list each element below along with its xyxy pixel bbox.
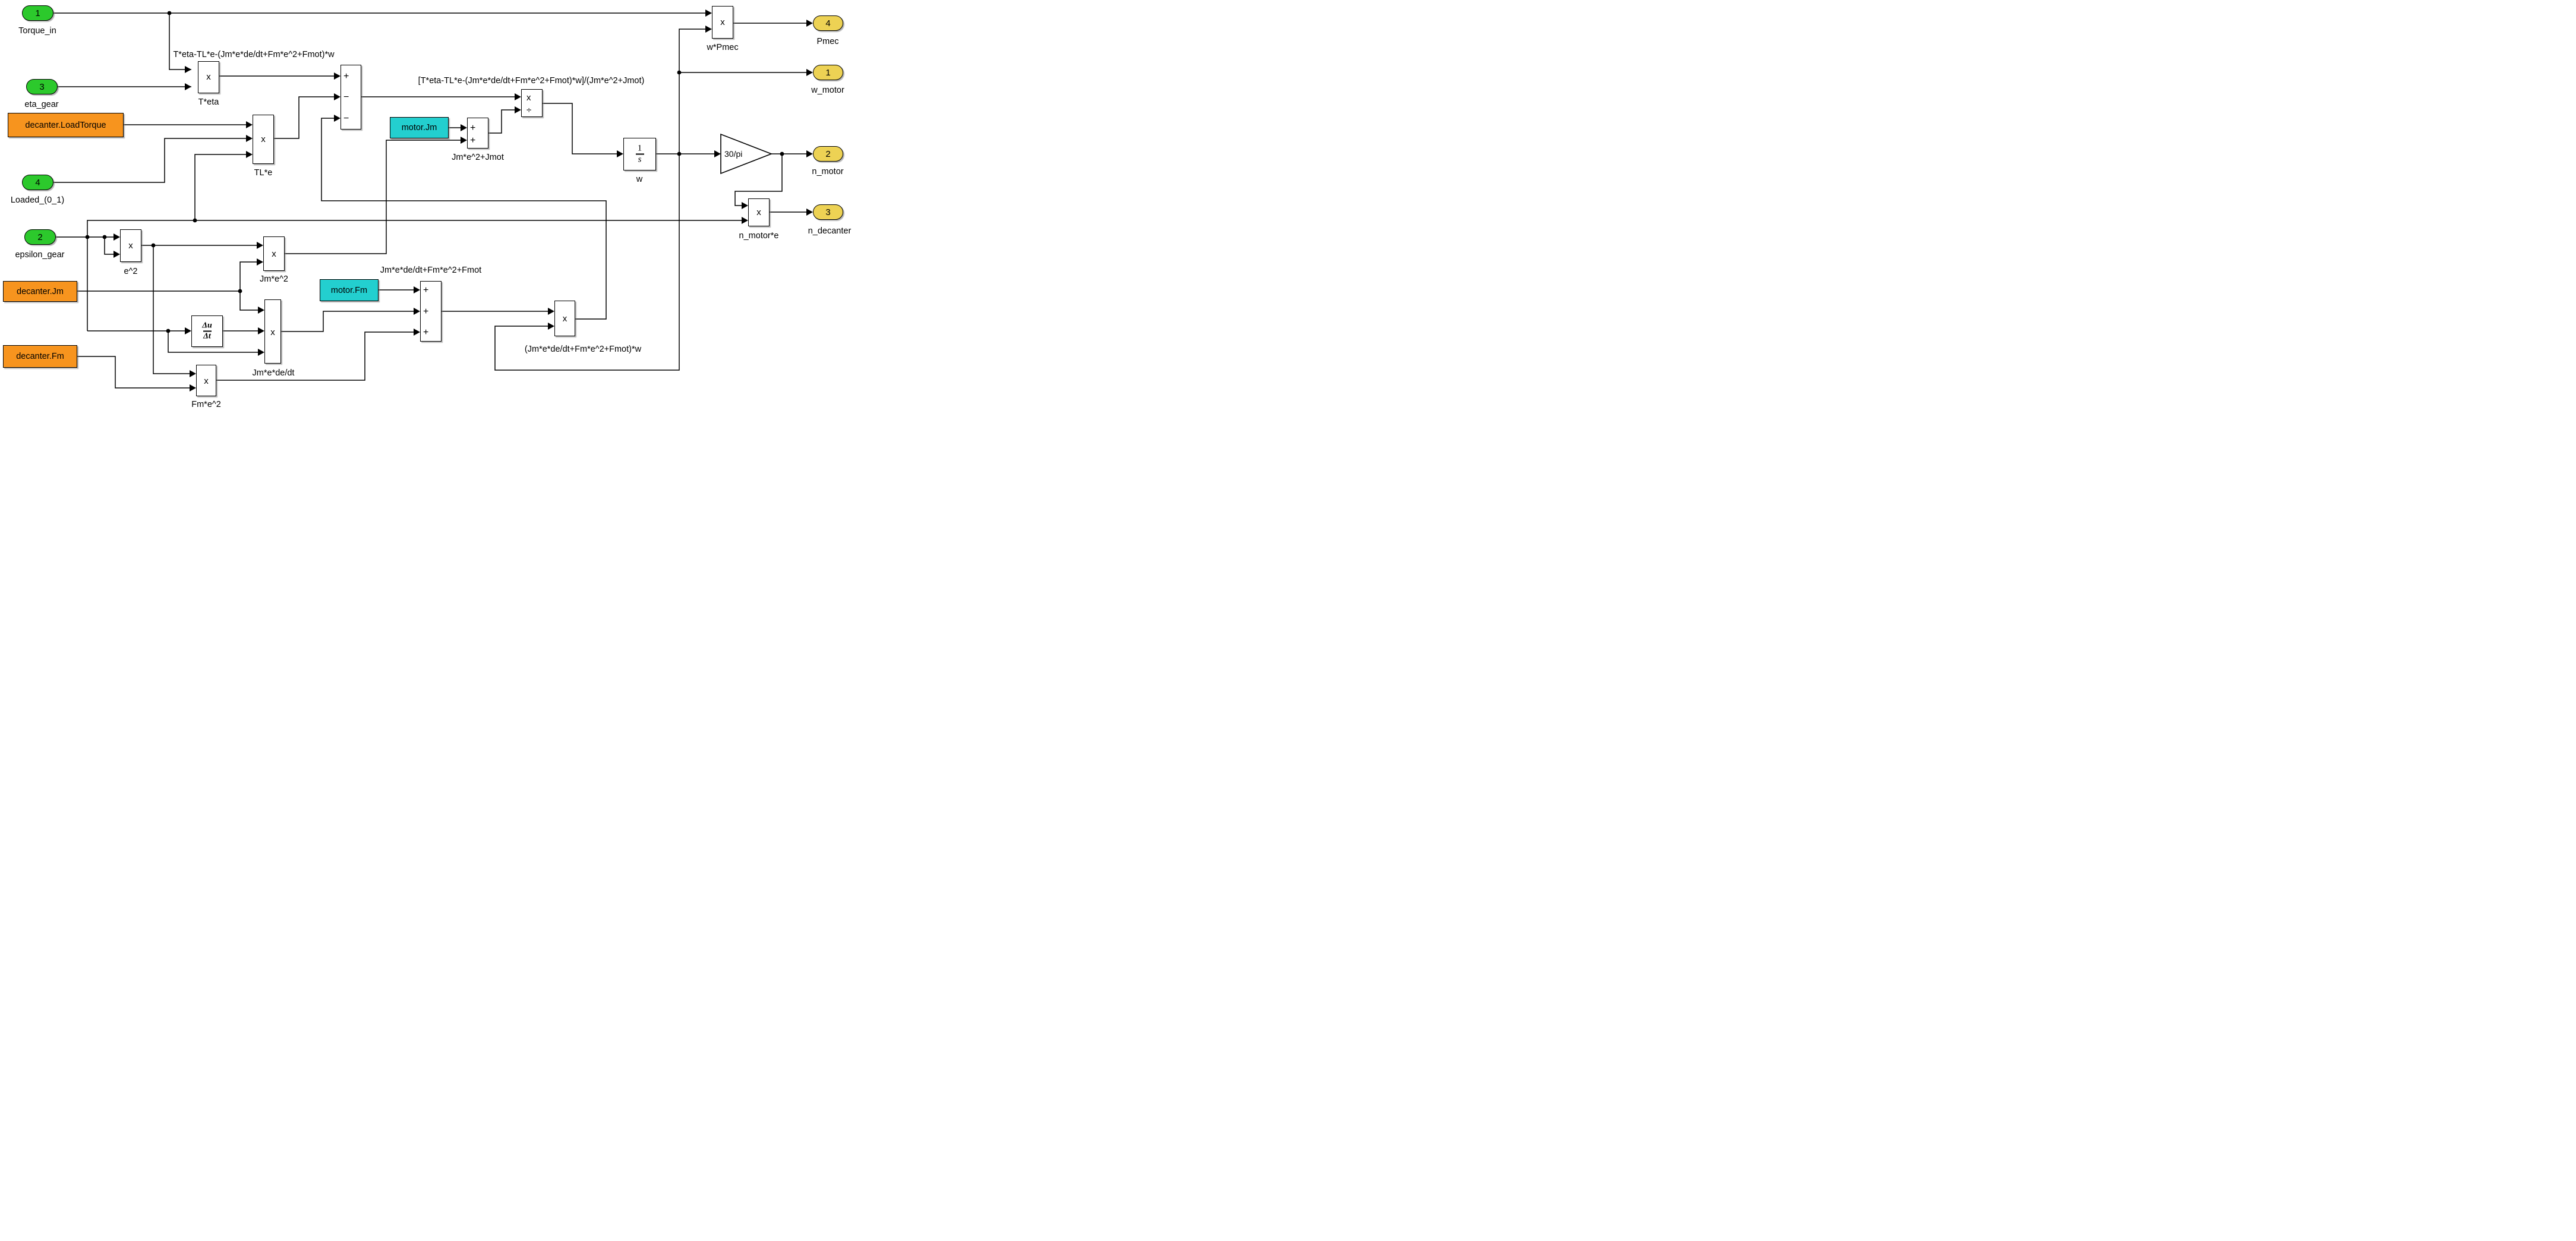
inport-number: 2: [37, 232, 43, 242]
outport-pmec-label: Pmec: [816, 37, 839, 46]
annotation-friction-formula: Jm*e*de/dt+Fm*e^2+Fmot: [380, 266, 482, 275]
integrator-label: w: [636, 175, 643, 184]
gain-label: 30/pi: [724, 149, 742, 159]
inport-number: 1: [35, 8, 40, 18]
constant-decanter-jm[interactable]: decanter.Jm: [3, 281, 77, 302]
outport-n-decanter[interactable]: 3: [813, 204, 843, 220]
constant-decanter-loadtorque[interactable]: decanter.LoadTorque: [8, 113, 124, 137]
outport-n-motor-label: n_motor: [812, 167, 844, 176]
inport-torque-in-label: Torque_in: [18, 26, 56, 36]
inport-eta-gear-label: eta_gear: [24, 100, 59, 109]
sum-friction[interactable]: + + +: [420, 281, 442, 342]
product-w-pmec[interactable]: x: [712, 6, 733, 39]
derivative-numerator: Δu: [202, 321, 212, 330]
wire-arrowheads: [113, 10, 813, 391]
outport-number: 1: [825, 67, 831, 78]
integrator-denominator: s: [638, 154, 642, 165]
product-friction-w[interactable]: x: [554, 301, 575, 336]
wire-segments: [53, 12, 806, 389]
inport-loaded[interactable]: 4: [22, 175, 53, 190]
outport-number: 2: [825, 149, 831, 159]
product-tl-e-label: TL*e: [254, 168, 273, 178]
inport-epsilon-gear[interactable]: 2: [24, 229, 56, 245]
product-jm-e2[interactable]: x: [263, 236, 285, 271]
product-e2[interactable]: x: [120, 229, 141, 262]
inport-loaded-label: Loaded_(0_1): [10, 195, 65, 205]
constant-motor-jm[interactable]: motor.Jm: [390, 117, 449, 138]
wire-junction-dots: [85, 11, 784, 333]
outport-number: 3: [825, 207, 831, 217]
inport-epsilon-gear-label: epsilon_gear: [15, 250, 65, 260]
sum-jm-jmot-label: Jm*e^2+Jmot: [452, 153, 504, 162]
product-jm-e-dedt-label: Jm*e*de/dt: [252, 368, 295, 378]
outport-n-decanter-label: n_decanter: [808, 226, 852, 236]
wires-layer: 30/pi: [53, 10, 813, 391]
sum-jm-jmot[interactable]: + +: [467, 118, 488, 149]
inport-torque-in[interactable]: 1: [22, 5, 53, 21]
constant-decanter-fm[interactable]: decanter.Fm: [3, 345, 77, 368]
product-n-motor-e[interactable]: x: [748, 198, 770, 226]
product-fm-e2-label: Fm*e^2: [191, 400, 221, 409]
integrator-numerator: 1: [637, 143, 642, 153]
product-jm-e-dedt[interactable]: x: [264, 299, 281, 364]
product-t-eta-label: T*eta: [198, 97, 219, 107]
derivative-block[interactable]: Δu Δt: [191, 315, 223, 347]
product-fm-e2[interactable]: x: [196, 365, 216, 396]
product-jm-e2-label: Jm*e^2: [260, 274, 288, 284]
product-w-pmec-label: w*Pmec: [707, 43, 739, 52]
annotation-division-formula: [T*eta-TL*e-(Jm*e*de/dt+Fm*e^2+Fmot)*w]/…: [418, 76, 645, 86]
product-tl-e[interactable]: x: [253, 115, 274, 164]
annotation-friction-torque-formula: (Jm*e*de/dt+Fm*e^2+Fmot)*w: [524, 345, 642, 354]
outport-pmec[interactable]: 4: [813, 15, 843, 31]
outport-n-motor[interactable]: 2: [813, 146, 843, 162]
sum-torque-balance[interactable]: + − −: [340, 65, 361, 130]
constant-motor-fm[interactable]: motor.Fm: [320, 279, 379, 301]
inport-number: 3: [39, 81, 45, 92]
integrator-block[interactable]: 1 s: [623, 138, 656, 170]
outport-number: 4: [825, 18, 831, 29]
gain-block[interactable]: 30/pi: [720, 133, 773, 175]
annotation-sum-formula: T*eta-TL*e-(Jm*e*de/dt+Fm*e^2+Fmot)*w: [173, 50, 335, 59]
outport-w-motor[interactable]: 1: [813, 65, 843, 80]
divide-block[interactable]: x ÷: [521, 89, 543, 117]
product-t-eta[interactable]: x: [198, 61, 219, 93]
inport-eta-gear[interactable]: 3: [26, 79, 58, 94]
derivative-denominator: Δt: [203, 331, 211, 341]
product-n-motor-e-label: n_motor*e: [739, 231, 779, 241]
inport-number: 4: [35, 177, 40, 188]
product-e2-label: e^2: [124, 267, 138, 276]
simulink-diagram: 30/pi 1 Torque_in 3 eta_gear 4 Loaded_(0…: [0, 0, 859, 413]
outport-w-motor-label: w_motor: [811, 86, 844, 95]
